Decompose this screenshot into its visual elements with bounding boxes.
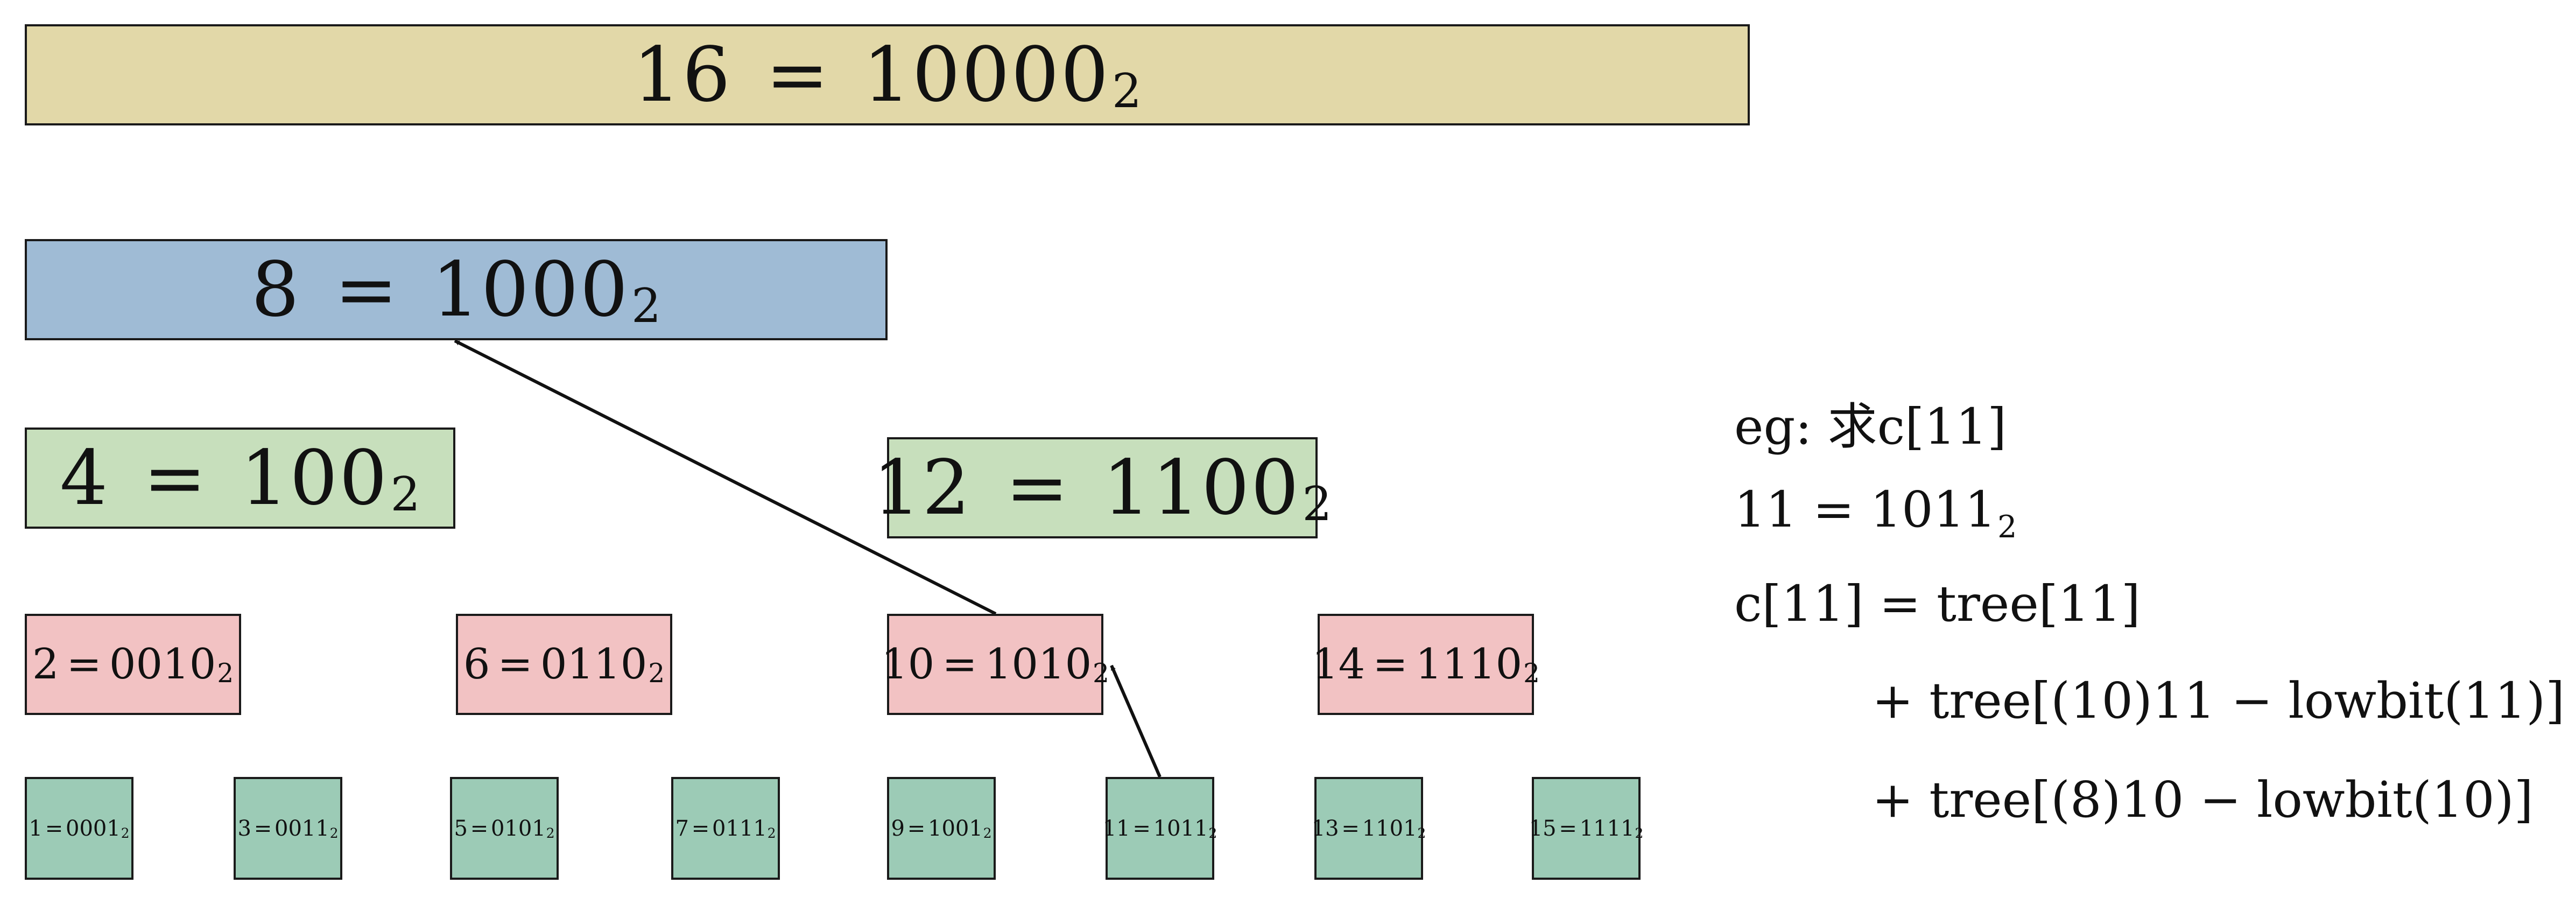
node-7-base: 2 [767, 825, 776, 841]
node-14-equals: = [1373, 640, 1408, 689]
node-13-equals: = [1341, 816, 1360, 841]
node-2-base: 2 [217, 658, 234, 689]
node-2-equals: = [66, 640, 102, 689]
node-11-binary: 1011 [1153, 816, 1208, 841]
note-example-heading: eg: 求c[11] [1734, 398, 2007, 455]
note-binary-main: 11 = 1011 [1734, 481, 1996, 538]
note-term-lowbit-11: + tree[(10)11 − lowbit(11)] [1872, 672, 2565, 730]
node-1-number: 1 [29, 816, 43, 841]
node-10-equals: = [942, 640, 977, 689]
arrow-10-to-8 [454, 339, 997, 615]
note-c11-equation: c[11] = tree[11] [1734, 575, 2141, 633]
node-15-equals: = [1559, 816, 1577, 841]
node-9-number: 9 [891, 816, 905, 841]
node-3-base: 2 [329, 825, 339, 841]
node-7-binary: 0111 [712, 816, 767, 841]
node-14-binary: 1110 [1415, 640, 1523, 689]
arrow-11-to-10 [1110, 664, 1162, 778]
node-15-binary: 1111 [1579, 816, 1635, 841]
node-4-base: 2 [390, 467, 420, 522]
node-6-binary: 0110 [540, 640, 647, 689]
node-13-base: 2 [1417, 825, 1426, 841]
node-5-equals: = [470, 816, 489, 841]
node-7-number: 7 [675, 816, 689, 841]
node-14-base: 2 [1523, 658, 1540, 689]
node-10-number: 10 [881, 640, 935, 689]
node-6-number: 6 [463, 640, 490, 689]
node-1-binary: 0001 [66, 816, 121, 841]
node-8-equals: = [334, 246, 398, 334]
note-binary-base: 2 [1997, 509, 2017, 545]
note-term-lowbit-10: + tree[(8)10 − lowbit(10)] [1872, 771, 2533, 829]
node-2-binary: 0010 [109, 640, 216, 689]
node-3-number: 3 [237, 816, 251, 841]
node-5-base: 2 [546, 825, 555, 841]
node-12-binary: 1100 [1102, 444, 1300, 532]
node-6-equals: = [497, 640, 533, 689]
node-15-number: 15 [1529, 816, 1557, 841]
node-13-number: 13 [1311, 816, 1339, 841]
node-2-number: 2 [32, 640, 59, 689]
node-10-base: 2 [1093, 658, 1109, 689]
node-13-binary: 1101 [1362, 816, 1417, 841]
node-1-equals: = [45, 816, 64, 841]
node-10-binary: 1010 [984, 640, 1092, 689]
node-9-base: 2 [983, 825, 992, 841]
note-binary-of-11: 11 = 10112 [1734, 481, 2017, 545]
node-7-equals: = [691, 816, 710, 841]
node-4-binary: 100 [240, 434, 389, 522]
node-14-number: 14 [1312, 640, 1366, 689]
node-5-number: 5 [454, 816, 468, 841]
node-9-equals: = [907, 816, 926, 841]
node-3-binary: 0011 [275, 816, 329, 841]
node-12-number: 12 [872, 444, 972, 532]
node-16-base: 2 [1111, 64, 1142, 118]
node-1-base: 2 [121, 825, 130, 841]
node-16-binary: 10000 [862, 31, 1110, 119]
node-12-base: 2 [1302, 476, 1332, 531]
node-16-number: 16 [632, 31, 732, 119]
node-9-binary: 1001 [928, 816, 983, 841]
node-8-base: 2 [631, 278, 661, 333]
node-6-base: 2 [648, 658, 665, 689]
node-11-equals: = [1132, 816, 1151, 841]
node-15-base: 2 [1635, 825, 1644, 841]
node-8-number: 8 [251, 246, 301, 334]
node-12-equals: = [1005, 444, 1069, 532]
node-5-binary: 0101 [491, 816, 546, 841]
node-3-equals: = [254, 816, 272, 841]
node-4-number: 4 [60, 434, 110, 522]
node-8-binary: 1000 [431, 246, 630, 334]
node-11-base: 2 [1208, 825, 1217, 841]
node-16-equals: = [765, 31, 829, 119]
node-11-number: 11 [1102, 816, 1130, 841]
node-4-equals: = [143, 434, 207, 522]
